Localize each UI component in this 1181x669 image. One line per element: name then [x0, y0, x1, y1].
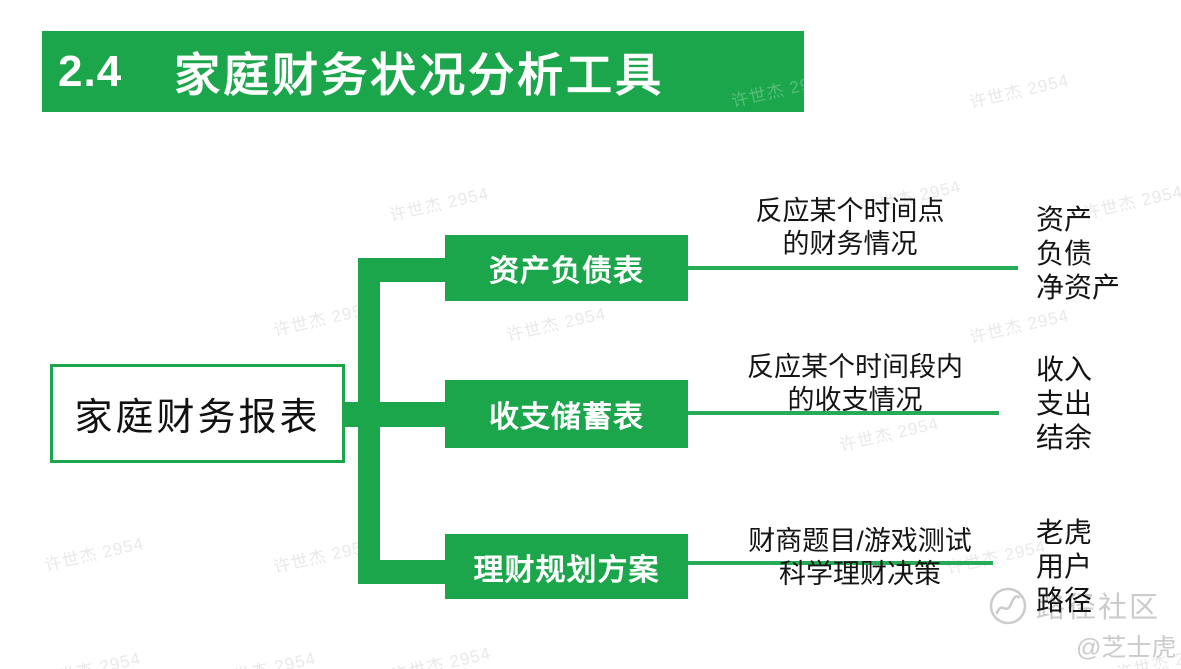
watermark: 许世杰 2954 — [389, 643, 493, 669]
branch-note-3: 财商题目/游戏测试 科学理财决策 — [705, 525, 1015, 591]
path-community-logo-icon — [989, 587, 1027, 625]
branch-box-label: 理财规划方案 — [473, 553, 660, 587]
author-handle: @芝士虎 — [1076, 634, 1177, 662]
item: 净资产 — [1036, 272, 1121, 303]
watermark: 许世杰 2954 — [38, 644, 143, 669]
root-node-box: 家庭财务报表 — [50, 364, 345, 463]
item: 用户 — [1036, 551, 1093, 582]
section-number: 2.4 — [58, 46, 123, 96]
item: 结余 — [1036, 422, 1093, 453]
branch-box-balance-sheet: 资产负债表 — [445, 235, 688, 301]
item: 资产 — [1036, 204, 1093, 235]
community-watermark-text: 路径社区 — [1036, 592, 1161, 624]
title-banner: 2.4 家庭财务状况分析工具 — [42, 31, 804, 112]
connector-branch-bottom — [358, 560, 446, 584]
branch-note-line: 反应某个时间点 — [755, 196, 945, 226]
branch-items-1: 资产 负债 净资产 — [1036, 203, 1120, 305]
annotation-line-3 — [688, 561, 993, 565]
branch-note-line: 的收支情况 — [787, 385, 923, 415]
watermark: 许世杰 2954 — [967, 305, 1071, 348]
item: 支出 — [1036, 388, 1093, 419]
branch-note-1: 反应某个时间点 的财务情况 — [695, 195, 1005, 261]
connector-branch-middle — [344, 402, 446, 427]
connector-branch-top — [358, 258, 446, 282]
branch-note-line: 科学理财决策 — [779, 559, 941, 589]
item: 老虎 — [1036, 517, 1093, 548]
watermark: 许世杰 2954 — [42, 533, 146, 576]
annotation-line-2 — [688, 411, 999, 415]
branch-note-line: 反应某个时间段内 — [747, 352, 963, 382]
watermark: 许世杰 2954 — [387, 183, 491, 226]
branch-box-planning: 理财规划方案 — [445, 534, 688, 599]
root-node-label: 家庭财务报表 — [74, 397, 321, 439]
watermark: 许世杰 2954 — [504, 303, 608, 346]
branch-box-income-expense: 收支储蓄表 — [445, 380, 688, 448]
item: 收入 — [1036, 354, 1093, 385]
branch-note-line: 的财务情况 — [782, 229, 918, 259]
branch-box-label: 收支储蓄表 — [489, 401, 644, 434]
branch-items-2: 收入 支出 结余 — [1036, 353, 1092, 455]
item: 负债 — [1036, 238, 1093, 269]
page-title: 家庭财务状况分析工具 — [174, 48, 665, 101]
item: 路径 — [1036, 585, 1093, 616]
annotation-line-1 — [686, 266, 1018, 270]
watermark: 许世杰 2954 — [213, 644, 318, 669]
branch-box-label: 资产负债表 — [489, 255, 644, 288]
branch-note-line: 财商题目/游戏测试 — [748, 526, 972, 556]
watermark: 许世杰 2954 — [967, 70, 1071, 113]
branch-note-2: 反应某个时间段内 的收支情况 — [700, 351, 1010, 417]
branch-items-3: 老虎 用户 路径 — [1036, 516, 1092, 618]
